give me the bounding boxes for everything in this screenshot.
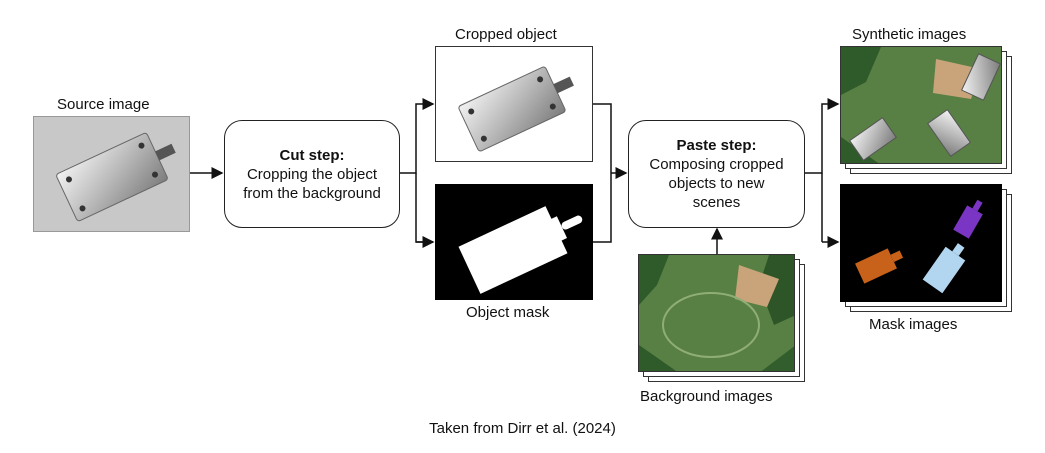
synthetic-image [840, 46, 1002, 164]
paste-step-line1: Composing cropped [649, 156, 784, 173]
background-image [638, 254, 795, 372]
cropped-object-label: Cropped object [455, 26, 557, 43]
source-image-object-icon [56, 132, 176, 222]
object-mask-image [435, 184, 593, 300]
cut-step-line2: from the background [243, 184, 381, 202]
cut-step-line1: Cropping the object [246, 165, 378, 183]
object-mask-label: Object mask [466, 304, 550, 321]
aerial-field-icon [639, 255, 794, 371]
source-image-label: Source image [57, 96, 150, 113]
paste-step-title: Paste step: [676, 137, 757, 154]
paste-step-line3: scenes [692, 194, 741, 211]
mask-images-label: Mask images [869, 316, 958, 333]
figure-caption: Taken from Dirr et al. (2024) [429, 420, 616, 437]
cropped-object-icon [458, 66, 574, 152]
mask-image [840, 184, 1002, 302]
synthetic-scene-icon [841, 47, 1001, 163]
source-image [33, 116, 190, 232]
paste-step-line2: objects to new [668, 175, 765, 192]
synthetic-images-label: Synthetic images [852, 26, 967, 43]
paste-step-box: Paste step: Composing cropped objects to… [628, 120, 805, 228]
cut-step-box: Cut step: Cropping the object from the b… [224, 120, 400, 228]
mask-scene-icon [855, 199, 983, 294]
background-images-label: Background images [640, 388, 773, 405]
object-mask-icon [458, 206, 583, 294]
cut-step-title: Cut step: [279, 146, 345, 164]
cropped-object-image [435, 46, 593, 162]
